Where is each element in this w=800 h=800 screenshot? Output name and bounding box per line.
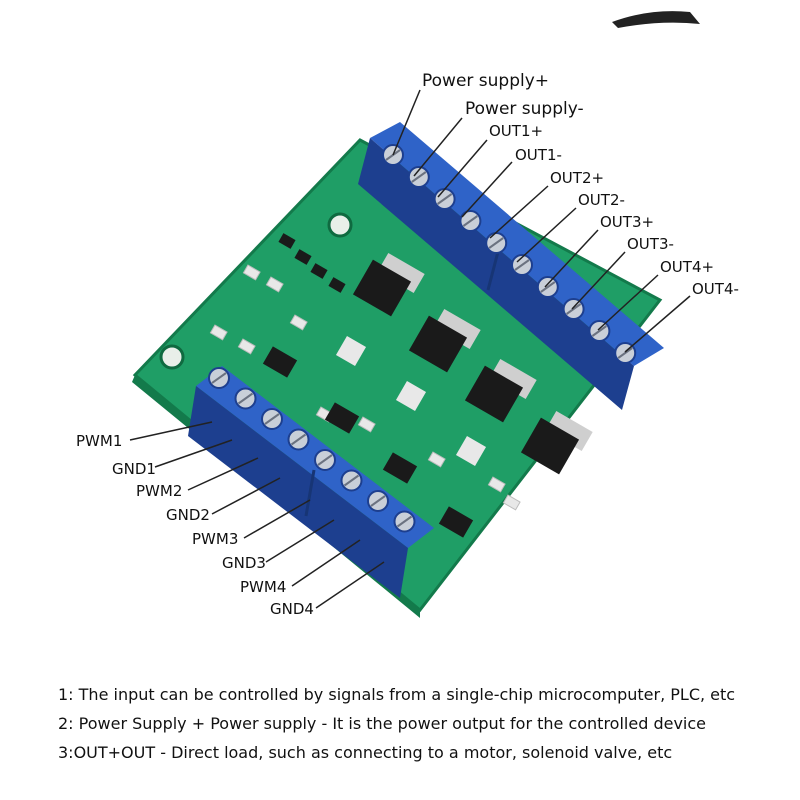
- label-out3-plus: OUT3+: [600, 213, 655, 231]
- notes-block: 1: The input can be controlled by signal…: [58, 680, 778, 767]
- screw-slot: [591, 325, 607, 337]
- leader-lines-left: [129, 421, 385, 609]
- label-pwm2: PWM2: [136, 482, 183, 500]
- via-pads: [335, 335, 487, 467]
- screw-slot: [462, 215, 478, 227]
- background-object: [612, 11, 700, 28]
- label-pwm4: PWM4: [240, 578, 287, 596]
- label-out2-minus: OUT2-: [578, 191, 625, 209]
- leader-lines-top: [392, 89, 691, 353]
- screw-slot: [514, 259, 530, 271]
- label-power-supply-minus: Power supply-: [465, 99, 584, 119]
- screw-slot: [396, 515, 413, 528]
- screw-slot: [411, 171, 427, 183]
- screw-slot: [290, 433, 307, 446]
- mount-hole: [327, 212, 353, 238]
- screw-slot: [540, 281, 556, 293]
- label-gnd2: GND2: [166, 506, 210, 524]
- screw-slot: [617, 347, 633, 359]
- label-pwm1: PWM1: [76, 432, 123, 450]
- screw-slot: [237, 392, 254, 405]
- label-pwm3: PWM3: [192, 530, 239, 548]
- note-1: 1: The input can be controlled by signal…: [58, 685, 736, 704]
- label-gnd3: GND3: [222, 554, 266, 572]
- small-transistors: [278, 233, 346, 293]
- label-out1-plus: OUT1+: [489, 122, 544, 140]
- screw-slot: [317, 454, 333, 466]
- label-out3-minus: OUT3-: [627, 235, 674, 253]
- input-terminal-block: [188, 366, 434, 598]
- screw-slot: [566, 303, 582, 315]
- screw-slot: [264, 413, 280, 425]
- label-out4-plus: OUT4+: [660, 258, 715, 276]
- screw-slot: [343, 474, 360, 487]
- mosfets: [352, 252, 593, 475]
- note-2: 2: Power Supply + Power supply - It is t…: [58, 714, 706, 733]
- screw-slot: [370, 495, 386, 507]
- label-gnd4: GND4: [270, 600, 314, 618]
- opto-chips: [262, 346, 474, 538]
- smd-components: [209, 264, 521, 511]
- label-out2-plus: OUT2+: [550, 169, 605, 187]
- label-gnd1: GND1: [112, 460, 156, 478]
- mount-hole: [159, 344, 185, 370]
- label-power-supply-plus: Power supply+: [422, 71, 550, 91]
- screw-slot: [488, 237, 504, 249]
- label-out1-minus: OUT1-: [515, 146, 562, 164]
- screw-slot: [437, 193, 453, 205]
- label-out4-minus: OUT4-: [692, 280, 739, 298]
- screw-slot: [211, 372, 227, 384]
- note-3: 3:OUT+OUT - Direct load, such as connect…: [58, 743, 673, 762]
